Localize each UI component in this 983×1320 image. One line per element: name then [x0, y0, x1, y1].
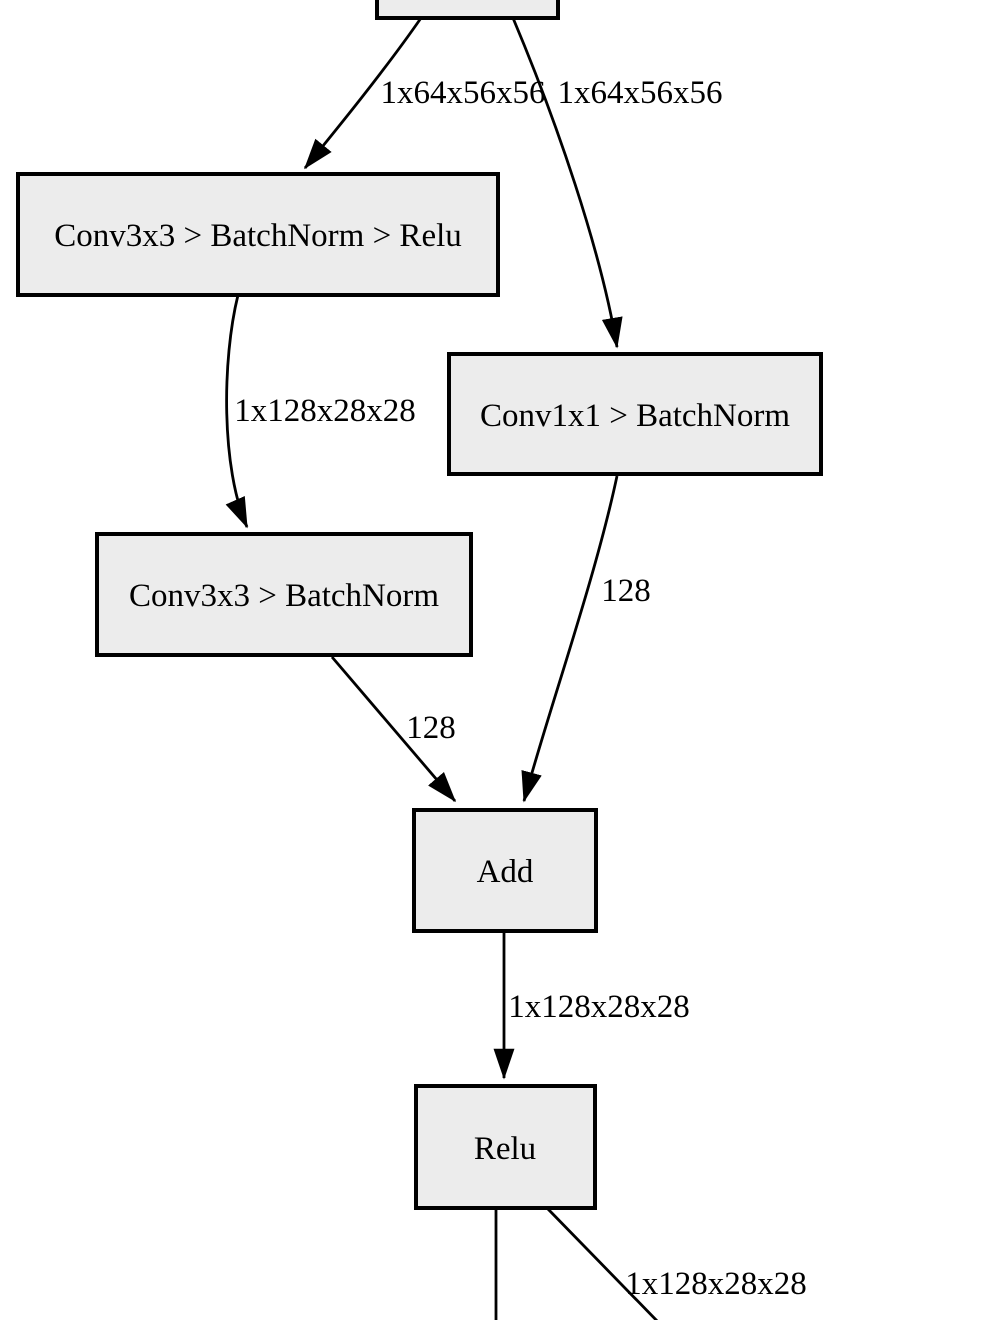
edge-label-input-left: 1x64x56x56	[381, 75, 546, 111]
node-conv1x1-bn: Conv1x1 > BatchNorm	[447, 352, 823, 476]
node-add: Add	[412, 808, 598, 933]
node-conv3x3-bn: Conv3x3 > BatchNorm	[95, 532, 473, 657]
node-label: Conv1x1 > BatchNorm	[480, 398, 790, 434]
edge-conv3x3-bn-relu-to-conv3x3-bn	[225, 294, 249, 529]
edge-input-to-conv3x3-bn-relu	[303, 17, 423, 170]
edge-label-add-to-relu: 1x128x28x28	[508, 989, 690, 1025]
edge-label-input-right: 1x64x56x56	[558, 75, 723, 111]
edge-label-layer: 1x64x56x56 1x64x56x56 1x128x28x28 128 12…	[234, 75, 807, 1302]
node-label: Relu	[474, 1131, 536, 1167]
node-label: Conv3x3 > BatchNorm	[129, 578, 439, 614]
edge-label-relu-out: 1x128x28x28	[625, 1266, 807, 1302]
edge-input-to-conv1x1-bn	[511, 17, 623, 349]
edge-label-conv1x1-to-add: 128	[601, 573, 651, 609]
edge-label-conv3x3-out: 1x128x28x28	[234, 393, 416, 429]
edge-label-conv3x3bn-to-add: 128	[406, 710, 456, 746]
node-label: Add	[477, 854, 534, 890]
node-relu: Relu	[414, 1084, 597, 1210]
node-layer: Conv3x3 > BatchNorm > Relu Conv1x1 > Bat…	[16, 0, 823, 1210]
edge-conv1x1-bn-to-add	[521, 475, 619, 803]
edge-relu-offscreen-diagonal	[545, 1207, 659, 1320]
edge-layer	[225, 17, 659, 1320]
node-conv3x3-bn-relu: Conv3x3 > BatchNorm > Relu	[16, 172, 500, 297]
node-input	[375, 0, 560, 20]
edge-conv3x3-bn-to-add	[330, 656, 457, 803]
node-label: Conv3x3 > BatchNorm > Relu	[54, 218, 462, 254]
